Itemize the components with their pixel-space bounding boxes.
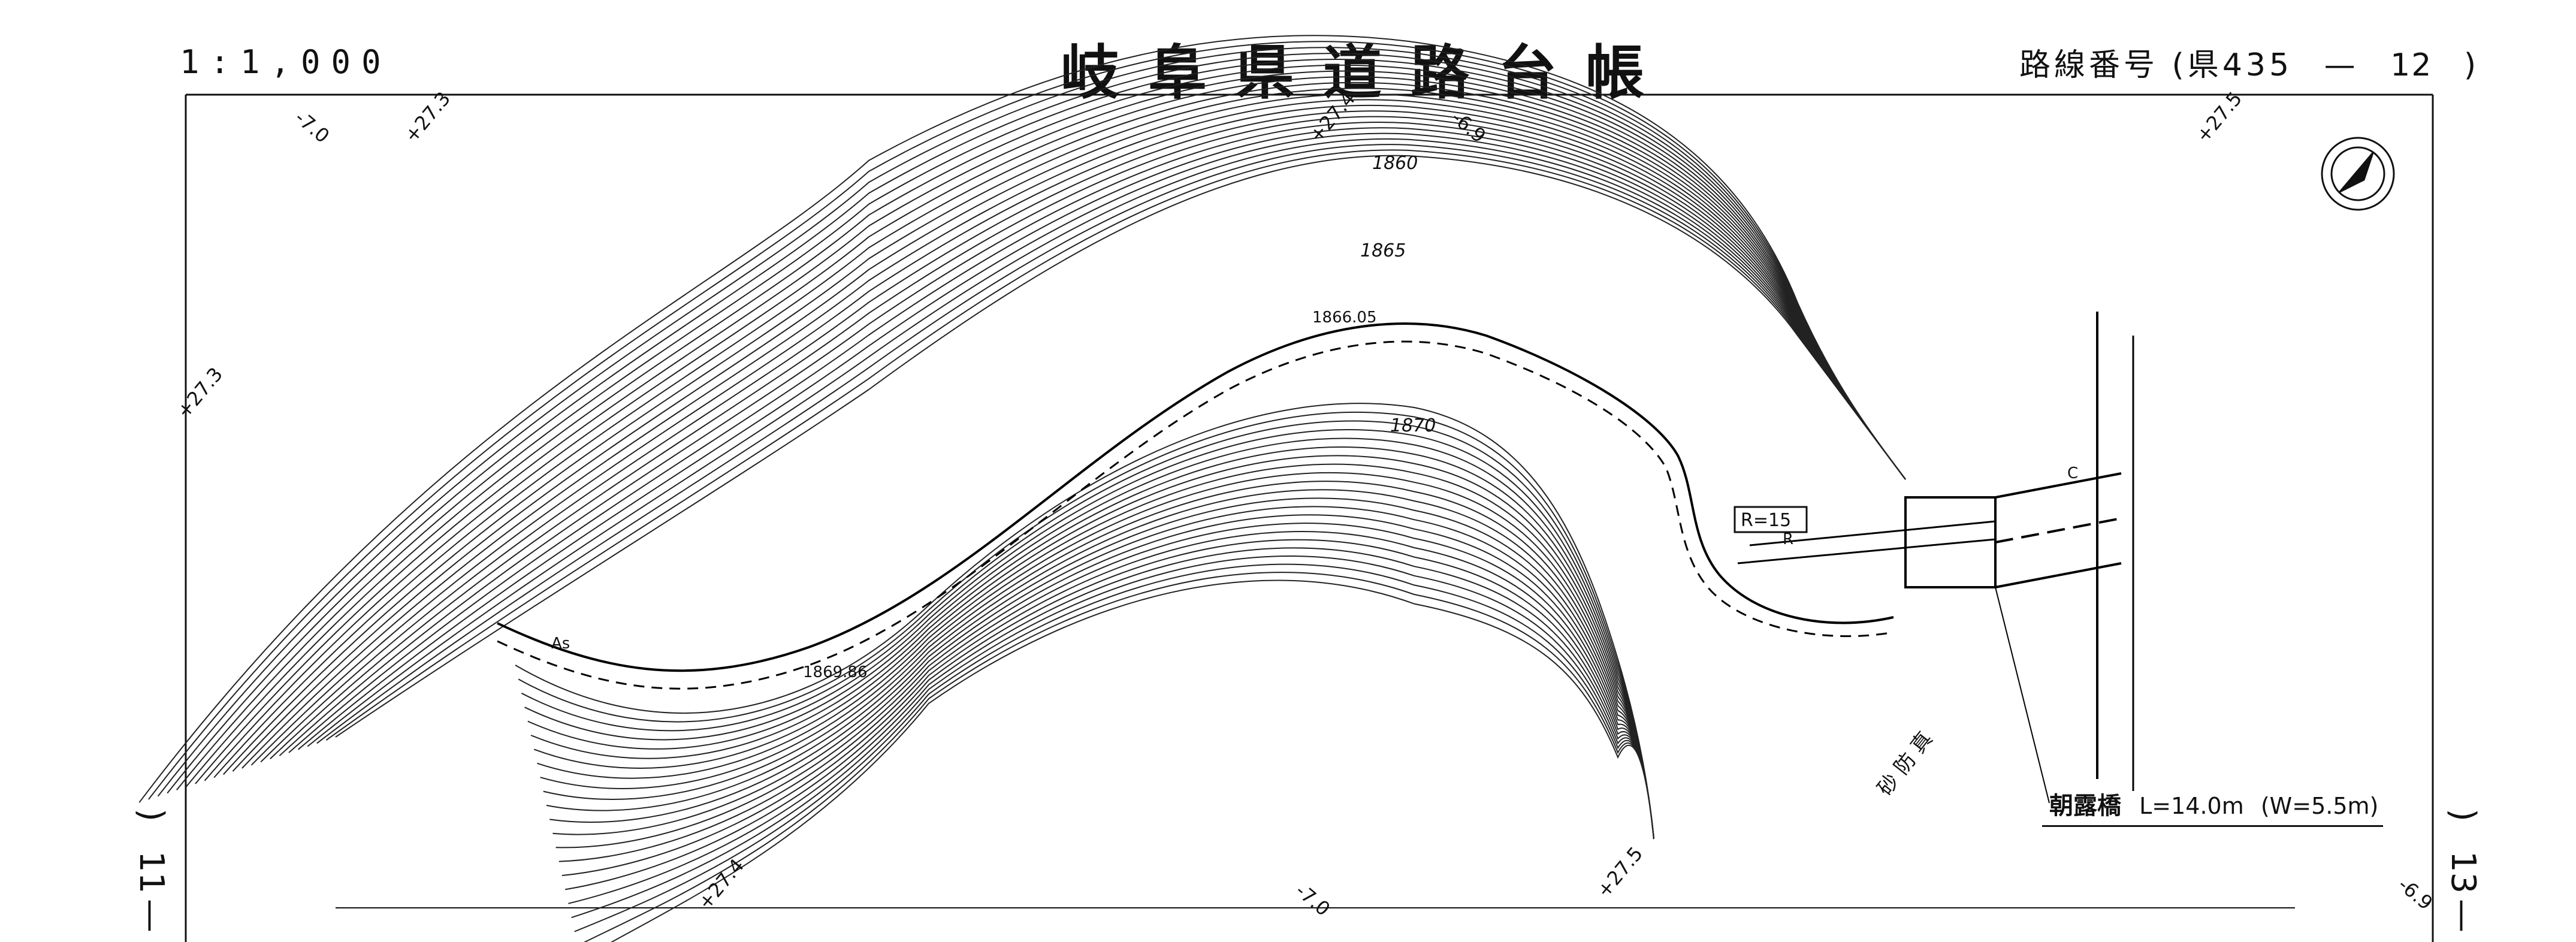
station-label: -6.9	[2394, 873, 2437, 914]
contour-line	[515, 403, 1654, 840]
contour-line	[530, 446, 1654, 840]
contour-line	[524, 429, 1654, 840]
contour-line	[537, 463, 1654, 840]
contour-elevation: 1870	[1390, 415, 1436, 436]
contour-line	[335, 155, 1906, 738]
contour-line	[223, 87, 1906, 775]
contour-line	[250, 104, 1906, 766]
contour-line	[561, 530, 1654, 876]
contour-line	[568, 547, 1654, 904]
contour-line	[241, 99, 1906, 769]
bridge-label: 朝露橋 L=14.0m (W=5.5m)	[2042, 786, 2384, 827]
contour-line	[540, 472, 1654, 840]
road-annotations: 1866.05 1869.86 R=15 R As C 砂 防 真	[551, 309, 2078, 801]
contour-line	[307, 138, 1906, 747]
contour-line	[157, 47, 1906, 797]
contour-elevation: 1860	[1372, 153, 1418, 174]
contour-line	[518, 411, 1654, 840]
contour-line	[549, 497, 1654, 840]
station-label: +27.5	[1592, 843, 1647, 902]
map-frame	[185, 93, 2434, 942]
elevation-label: 1869.86	[803, 663, 868, 681]
contour-line	[316, 144, 1906, 744]
bridge-structure	[1904, 312, 2134, 804]
contour-line	[610, 579, 1654, 942]
surface-label: As	[551, 635, 570, 653]
station-label: -7.0	[291, 106, 334, 147]
contour-line	[260, 110, 1906, 763]
contour-line	[270, 116, 1906, 760]
contour-line	[167, 53, 1906, 794]
contour-line	[555, 514, 1654, 849]
contour-line	[204, 76, 1906, 781]
bridge-name: 朝露橋	[2049, 792, 2121, 820]
station-label: +27.3	[172, 363, 227, 423]
bridge-length: L=14.0m	[2139, 793, 2244, 819]
road-edges	[497, 322, 1996, 690]
stream-label: 砂 防 真	[1873, 727, 1938, 800]
contour-line	[574, 563, 1654, 932]
route-dash: —	[2324, 47, 2359, 83]
station-label: +27.5	[2191, 87, 2246, 147]
contour-line	[138, 35, 1906, 803]
radius-box	[1734, 506, 1808, 533]
contour-elevation: 1865	[1360, 240, 1406, 261]
contour-line	[546, 489, 1654, 840]
contour-line	[232, 93, 1906, 772]
route-prefix: 路線番号	[2019, 47, 2159, 83]
bridge-width: (W=5.5m)	[2260, 793, 2379, 819]
contour-line	[185, 64, 1906, 787]
contour-line	[565, 539, 1654, 890]
map-scale: 1:1,000	[180, 43, 392, 81]
road-code-label: R	[1783, 530, 1793, 548]
elevation-label: 1866.05	[1312, 309, 1377, 327]
route-close: )	[2463, 47, 2480, 83]
route-sheet-number: 12	[2390, 47, 2433, 83]
contour-line	[297, 132, 1906, 750]
contour-line	[527, 437, 1654, 840]
contour-line	[558, 523, 1654, 862]
c-mark-label: C	[2067, 464, 2078, 482]
radius-label: R=15	[1741, 510, 1791, 531]
north-arrow-icon	[2321, 137, 2395, 211]
contour-line	[571, 555, 1654, 919]
contour-line	[552, 506, 1654, 840]
route-number: 路線番号 (県435 — 12 )	[2019, 40, 2498, 84]
contour-line	[195, 70, 1906, 784]
contour-labels: 1860 1865 1870	[1360, 153, 1436, 436]
contour-line	[176, 58, 1906, 791]
contour-lines	[138, 35, 1906, 942]
contour-line	[543, 481, 1654, 840]
contour-line	[521, 420, 1654, 840]
station-label: -7.0	[1291, 879, 1334, 920]
contour-line	[325, 149, 1906, 741]
station-label: +27.3	[400, 87, 455, 147]
contour-line	[213, 81, 1906, 778]
contour-line	[533, 455, 1654, 840]
route-open: (県435	[2172, 47, 2293, 83]
contour-line	[288, 127, 1906, 753]
contour-line	[279, 121, 1906, 756]
contour-line	[148, 41, 1906, 800]
bridge-label-underline	[2042, 825, 2384, 827]
contour-line	[583, 572, 1654, 942]
